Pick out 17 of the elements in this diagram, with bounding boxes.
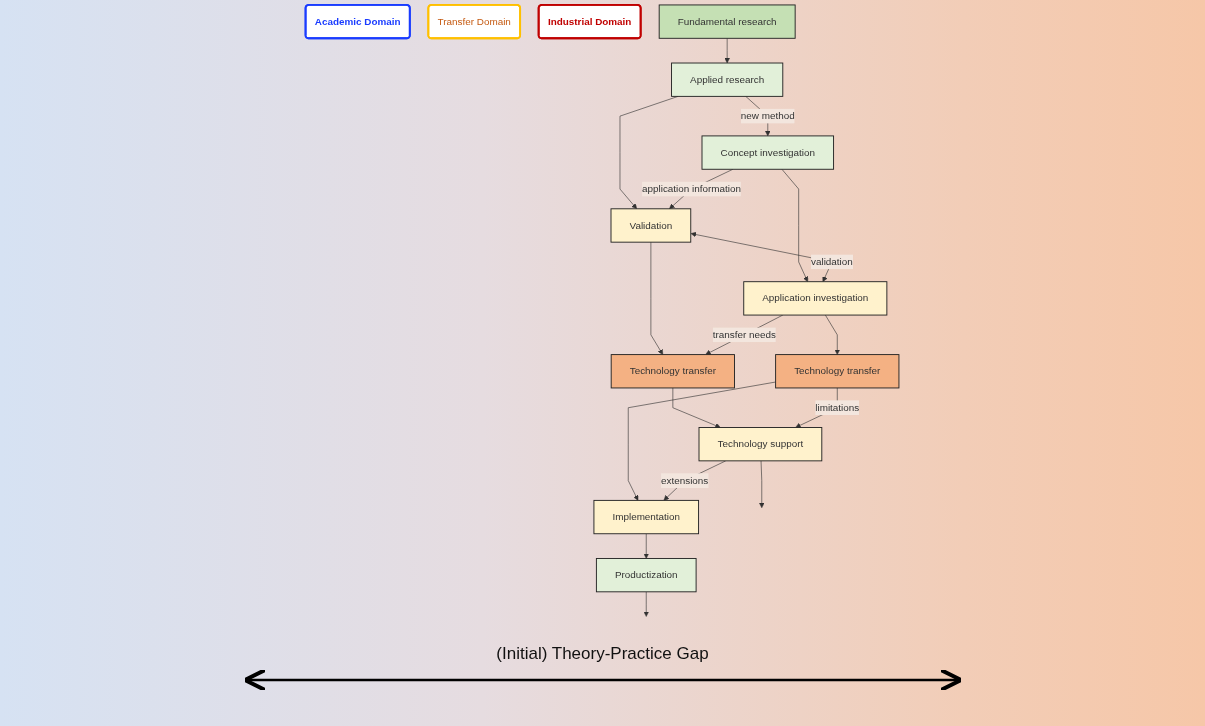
edge-label: application information: [642, 183, 742, 194]
gap-label: (Initial) Theory-Practice Gap: [496, 644, 709, 663]
node-box: Fundamental research: [658, 4, 796, 39]
edge-label: validation: [811, 256, 854, 267]
edge-label: new method: [741, 110, 795, 122]
node-box: Technology transfer: [775, 354, 900, 389]
edge-label: transfer needs: [713, 329, 777, 340]
edge-label: limitations: [815, 402, 860, 413]
node-box: Productization: [596, 558, 697, 593]
node-box: Technology transfer: [610, 354, 736, 389]
node-box: Applied research: [671, 62, 784, 97]
edge-label: extensions: [661, 475, 709, 486]
node-box: Technology support: [698, 427, 823, 462]
node-box: Implementation: [593, 499, 700, 535]
node-box: Validation: [610, 208, 692, 243]
node-box: Application investigation: [743, 281, 888, 316]
node-box: Concept investigation: [701, 135, 835, 170]
